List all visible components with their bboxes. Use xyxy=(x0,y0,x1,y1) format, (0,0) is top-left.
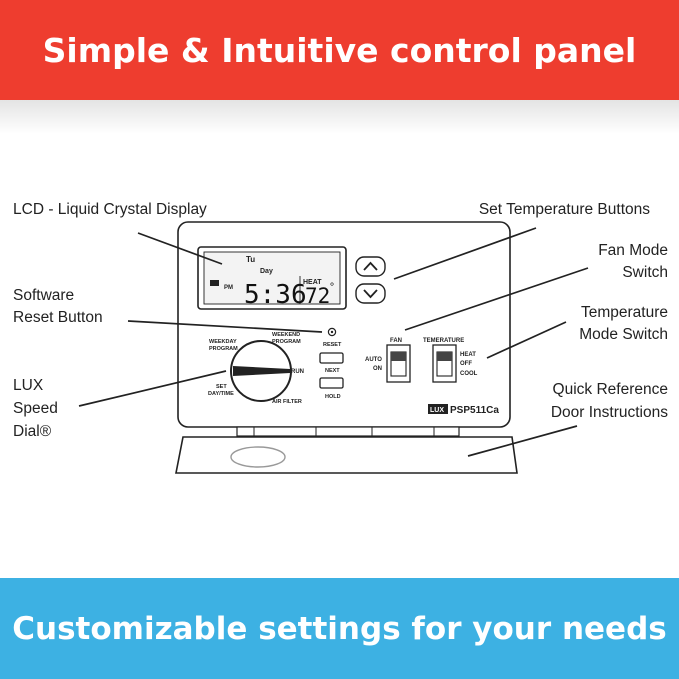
off-label: OFF xyxy=(460,361,472,367)
fan-auto-label: AUTO xyxy=(365,357,382,363)
lcd-day-label: Day xyxy=(260,268,273,275)
next-button[interactable] xyxy=(319,352,344,364)
leader-temp-mode xyxy=(486,321,567,359)
temp-mode-label: TEMERATURE xyxy=(423,338,464,344)
lcd-heat: HEAT xyxy=(303,279,322,286)
callout-lcd: LCD - Liquid Crystal Display xyxy=(13,201,207,218)
lcd-temp: 72 xyxy=(305,284,330,308)
callout-set-temp: Set Temperature Buttons xyxy=(479,201,650,218)
door-hinge xyxy=(236,426,460,437)
lcd-pm: PM xyxy=(224,285,233,291)
callout-reset-1: Software xyxy=(13,287,74,304)
dial-pointer xyxy=(233,366,290,376)
brand-logo xyxy=(428,404,448,414)
callout-fan-mode-1: Fan Mode xyxy=(598,242,668,259)
next-label: NEXT xyxy=(325,368,340,374)
hold-button[interactable] xyxy=(319,377,344,389)
leader-lines xyxy=(78,227,589,457)
weekend-label-1: WEEKEND xyxy=(272,332,300,338)
callout-temp-mode-1: Temperature xyxy=(581,304,668,321)
model-name: PSP511Ca xyxy=(450,405,499,416)
bottom-banner: Customizable settings for your needs xyxy=(0,578,679,679)
hold-label: HOLD xyxy=(325,394,341,400)
day-time-label: DAY/TIME xyxy=(208,391,234,397)
temperature-mode-switch[interactable] xyxy=(432,344,457,383)
temp-down-button[interactable] xyxy=(355,283,386,304)
chevron-up-icon xyxy=(363,261,378,271)
temp-up-button[interactable] xyxy=(355,256,386,277)
leader-quick-ref xyxy=(467,425,578,457)
callout-reset-2: Reset Button xyxy=(13,309,103,326)
callout-dial-3: Dial® xyxy=(13,423,52,440)
lcd-screen xyxy=(203,251,341,305)
leader-reset xyxy=(127,320,323,333)
fan-switch-knob xyxy=(391,352,406,361)
leader-lcd xyxy=(137,232,223,265)
door-finger-grip xyxy=(230,446,286,468)
lcd-time: 5:36 xyxy=(244,280,307,310)
weekend-label-2: PROGRAM xyxy=(272,339,301,345)
callout-dial-2: Speed xyxy=(13,400,58,417)
fan-mode-switch[interactable] xyxy=(386,344,411,383)
reference-door xyxy=(175,436,518,474)
chevron-down-icon xyxy=(363,289,378,299)
callout-temp-mode-2: Mode Switch xyxy=(579,326,668,343)
banner-shadow xyxy=(0,100,679,134)
cool-label: COOL xyxy=(460,371,478,377)
temp-switch-knob xyxy=(437,352,452,361)
lcd-day: Tu xyxy=(246,255,255,264)
callout-fan-mode-2: Switch xyxy=(622,264,668,281)
weekday-label-2: PROGRAM xyxy=(209,346,238,352)
heat-label: HEAT xyxy=(460,352,476,358)
callout-quick-ref-2: Door Instructions xyxy=(551,404,668,421)
fan-on-label: ON xyxy=(373,366,382,372)
reset-button[interactable] xyxy=(327,327,337,337)
top-banner-title: Simple & Intuitive control panel xyxy=(42,30,637,70)
callout-quick-ref-1: Quick Reference xyxy=(553,381,668,398)
lcd-degree: ° xyxy=(329,282,335,293)
set-label: SET xyxy=(216,384,227,390)
weekday-label-1: WEEKDAY xyxy=(209,339,237,345)
leader-set-temp xyxy=(393,227,537,280)
brand-logo-text: LUX xyxy=(430,407,444,414)
lux-speed-dial[interactable] xyxy=(230,340,292,402)
reset-label: RESET xyxy=(323,342,342,348)
top-banner: Simple & Intuitive control panel xyxy=(0,0,679,100)
leader-dial xyxy=(78,370,227,407)
fan-label: FAN xyxy=(390,338,402,344)
bottom-banner-title: Customizable settings for your needs xyxy=(12,610,667,647)
callout-dial-1: LUX xyxy=(13,377,44,394)
lcd-battery-icon xyxy=(210,280,219,286)
run-label: RUN xyxy=(291,369,304,375)
air-filter-label: AIR FILTER xyxy=(272,399,302,405)
leader-fan-mode xyxy=(404,267,589,331)
